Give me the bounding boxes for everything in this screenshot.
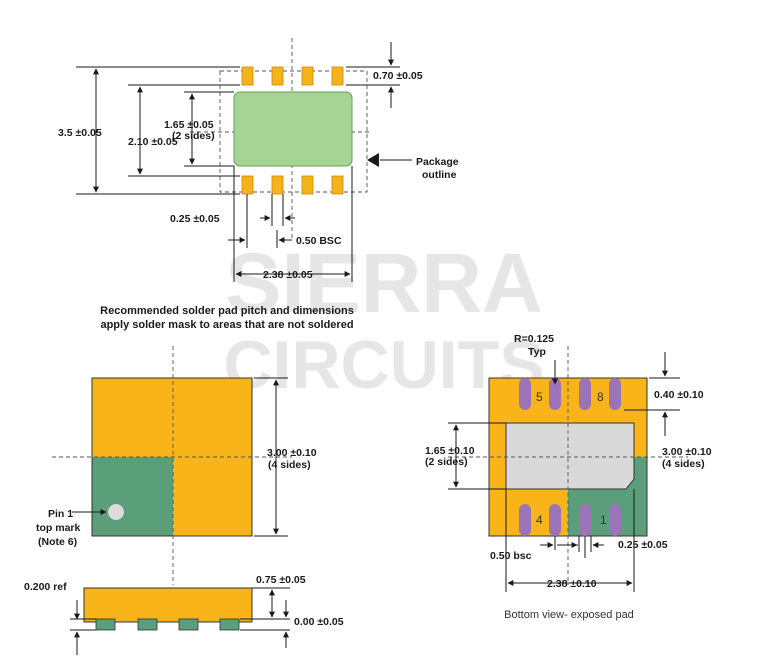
pad-row-width-label: 2.38 ±0.05 xyxy=(263,269,313,281)
body-size-label-2: (4 sides) xyxy=(268,459,311,471)
side-view: 0.200 ref 0.75 ±0.05 0.00 ±0.05 xyxy=(24,574,344,655)
solder-pad xyxy=(271,66,284,86)
exposed-pad-label-2: (2 sides) xyxy=(425,456,468,468)
pin-label: 1 xyxy=(600,513,607,527)
watermark-line1: SIERRA xyxy=(225,236,542,330)
package-outline xyxy=(219,70,368,193)
pin-label: 5 xyxy=(536,390,543,404)
lead xyxy=(519,504,531,536)
pin1-mark-icon xyxy=(108,504,124,520)
lead xyxy=(609,378,621,410)
lead xyxy=(579,378,591,410)
pin1-label-3: (Note 6) xyxy=(38,536,77,548)
package-outline-label-1: Package xyxy=(416,156,459,168)
exposed-pad xyxy=(505,422,635,490)
land-pattern-view: 0.70 ±0.05 3.5 ±0.05 2.10 ±0.05 1.65 ±0.… xyxy=(58,38,459,331)
lead xyxy=(549,378,561,410)
solder-pad xyxy=(331,66,344,86)
solder-pad xyxy=(271,175,284,195)
side-lead xyxy=(178,618,199,631)
lead xyxy=(519,378,531,410)
center-thermal-pad xyxy=(233,91,353,167)
standoff-label: 0.00 ±0.05 xyxy=(294,616,344,628)
solder-pad xyxy=(241,175,254,195)
radius-label-2: Typ xyxy=(528,346,546,358)
pin-label: 4 xyxy=(536,513,543,527)
lead-length-label: 0.40 ±0.10 xyxy=(654,389,704,401)
side-lead xyxy=(95,618,116,631)
pin1-quadrant xyxy=(92,457,173,536)
bottom-body-size-label-1: 3.00 ±0.10 xyxy=(662,446,712,458)
caption-line-2: apply solder mask to areas that are not … xyxy=(100,319,353,331)
pin-label: 8 xyxy=(597,390,604,404)
lead xyxy=(549,504,561,536)
lead xyxy=(609,504,621,536)
body-size-label-1: 3.00 ±0.10 xyxy=(267,447,317,459)
radius-label-1: R=0.125 xyxy=(514,333,554,345)
exposed-pad-label-1: 1.65 ±0.10 xyxy=(425,445,475,457)
bottom-view: 5 8 4 1 R=0.125 Typ 0.40 ±0.10 1.65 ±0.1… xyxy=(425,333,712,621)
pad-height-label: 0.70 ±0.05 xyxy=(373,70,423,82)
package-outline-label-2: outline xyxy=(422,169,457,181)
pitch-label: 0.50 bsc xyxy=(490,550,532,562)
center-pad-label-1: 1.65 ±0.05 xyxy=(164,119,214,131)
pad-width-label: 0.25 ±0.05 xyxy=(170,213,220,225)
pad-width-label: 2.38 ±0.10 xyxy=(547,578,597,590)
bottom-lead-row xyxy=(519,504,621,536)
pad-span-label: 2.10 ±0.05 xyxy=(128,136,178,148)
side-lead xyxy=(219,618,240,631)
bottom-body-size-label-2: (4 sides) xyxy=(662,458,705,470)
caption-line-1: Recommended solder pad pitch and dimensi… xyxy=(100,305,354,317)
pitch-label: 0.50 BSC xyxy=(296,235,342,247)
solder-pad xyxy=(331,175,344,195)
total-height-label: 0.75 ±0.05 xyxy=(256,574,306,586)
solder-pad xyxy=(241,66,254,86)
bottom-view-caption: Bottom view- exposed pad xyxy=(504,609,634,621)
side-lead xyxy=(137,618,158,631)
solder-pad xyxy=(301,66,314,86)
top-pad-row xyxy=(241,66,344,86)
top-lead-row xyxy=(519,378,621,410)
pin1-label-1: Pin 1 xyxy=(48,508,73,520)
overall-height-label: 3.5 ±0.05 xyxy=(58,127,102,139)
bottom-pad-row xyxy=(241,175,344,195)
package-outline-pointer-icon xyxy=(367,153,379,167)
top-mark-view: Pin 1 top mark (Note 6) 3.00 ±0.10 (4 si… xyxy=(36,346,317,585)
pin1-label-2: top mark xyxy=(36,522,81,534)
lead-width-label: 0.25 ±0.05 xyxy=(618,539,668,551)
center-pad-label-2: (2 sides) xyxy=(172,130,215,142)
solder-pad xyxy=(301,175,314,195)
lead xyxy=(579,504,591,536)
side-body xyxy=(83,587,253,623)
ref-height-label: 0.200 ref xyxy=(24,581,67,593)
watermark: SIERRA CIRCUITS xyxy=(223,236,544,403)
